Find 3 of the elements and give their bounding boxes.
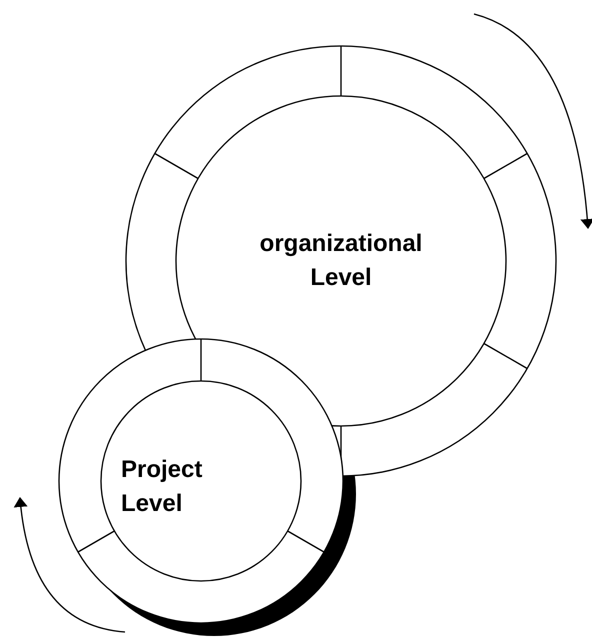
level-label: Project Level <box>121 455 204 519</box>
level-label: organizational Level <box>258 229 424 293</box>
ring-wheel <box>58 338 344 624</box>
